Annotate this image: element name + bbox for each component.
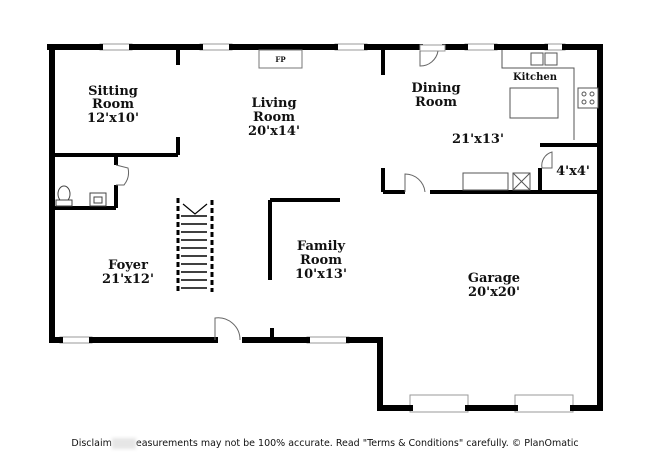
windows: [59, 43, 574, 413]
staircase: [176, 198, 214, 292]
room-dining: Dining Room 21'x13': [411, 81, 504, 147]
foyer-label: Foyer: [108, 258, 148, 273]
foyer-size: 21'x12': [102, 272, 154, 287]
fireplace: FP: [258, 49, 303, 69]
garage-size: 20'x20': [468, 285, 520, 300]
family-room-label-1: Family: [297, 239, 346, 254]
doors: [115, 44, 553, 341]
family-room-size: 10'x13': [295, 267, 347, 282]
dining-room-label-1: Dining: [411, 81, 460, 96]
sitting-room-label-1: Sitting: [88, 84, 138, 99]
half-bath-fixtures: [55, 185, 107, 207]
disclaimer-start: Disclaim: [71, 438, 112, 449]
interior-walls: [52, 50, 600, 337]
room-sitting: Sitting Room 12'x10': [87, 84, 139, 126]
dining-room-label-2: Room: [415, 95, 457, 110]
living-room-label-1: Living: [251, 96, 296, 111]
kitchen-fixtures: [462, 50, 599, 191]
disclaimer: Disclaim easurements may not be 100% accu…: [0, 438, 650, 449]
room-garage: Garage 20'x20': [468, 271, 520, 300]
living-room-size: 20'x14': [248, 124, 300, 139]
garage-label: Garage: [468, 271, 520, 286]
room-family: Family Room 10'x13': [295, 239, 347, 282]
disclaimer-end: easurements may not be 100% accurate. Re…: [135, 438, 579, 449]
dining-room-size: 21'x13': [452, 132, 504, 147]
room-living: Living Room 20'x14': [248, 96, 300, 139]
living-room-label-2: Room: [253, 110, 295, 125]
closet-size: 4'x4': [556, 164, 590, 179]
family-room-label-2: Room: [300, 253, 342, 268]
fireplace-label: FP: [275, 55, 286, 64]
sitting-room-label-2: Room: [92, 97, 134, 112]
kitchen-label: Kitchen: [513, 72, 558, 83]
redaction-blur: [111, 438, 136, 449]
sitting-room-size: 12'x10': [87, 111, 139, 126]
room-foyer: Foyer 21'x12': [102, 258, 154, 287]
exterior-walls: [47, 44, 603, 411]
